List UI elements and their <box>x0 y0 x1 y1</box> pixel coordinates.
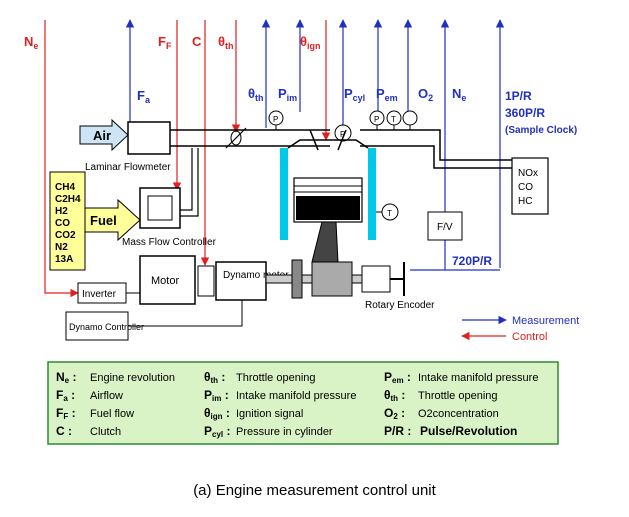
dynamo-controller-label: Dynamo Controller <box>69 322 144 332</box>
laminar-flowmeter-label: Laminar Flowmeter <box>85 162 171 173</box>
ne-measure-label: Ne <box>452 86 466 103</box>
ne-control-line <box>44 20 79 298</box>
encoder-rate-label: 720P/R <box>452 254 492 268</box>
figure-caption: (a) Engine measurement control unit <box>193 482 436 499</box>
legend-item: Engine revolution <box>90 372 175 384</box>
clutch <box>197 265 215 297</box>
fv-converter-box <box>427 211 463 241</box>
svg-text:C :: C : <box>56 424 72 438</box>
key-control-label: Control <box>512 331 547 343</box>
theta-ign-control-label: θign <box>300 34 321 51</box>
emissions-analyzer-box <box>511 157 549 215</box>
svg-text:P/R :: P/R : <box>384 424 411 438</box>
legend-item: Throttle opening <box>236 372 316 384</box>
inverter-label: Inverter <box>82 289 117 300</box>
pem-measure-label: Pem <box>376 86 398 103</box>
dynamo-meter-box <box>215 261 267 301</box>
emissions-list: NOx CO HC <box>518 168 541 207</box>
fuel-supply: CH4 C2H4 H2 CO CO2 N2 13A Fuel Mass Flow… <box>49 148 217 271</box>
legend-col1: Ne : Engine revolution Fa : Airflow FF :… <box>56 370 175 438</box>
fuel-types-list: CH4 C2H4 H2 CO CO2 N2 13A <box>55 182 83 265</box>
svg-text:FF :: FF : <box>56 406 76 421</box>
connecting-rod <box>311 221 339 263</box>
sensors: P P P T <box>268 110 418 142</box>
fuel-label: Fuel <box>90 213 117 228</box>
legend-item: Throttle opening <box>418 390 498 402</box>
legend: Ne : Engine revolution Fa : Airflow FF :… <box>47 361 559 445</box>
air-arrow <box>79 118 129 152</box>
o2-measure-label: O2 <box>418 86 433 103</box>
signal-labels: Ne FF C θth θign Fa θth Pim Pcyl Pem O2 … <box>24 34 577 268</box>
svg-text:P: P <box>374 115 379 124</box>
legend-item: Intake manifold pressure <box>236 390 356 402</box>
svg-text:T: T <box>391 115 396 124</box>
svg-text:O2 :: O2 : <box>384 406 405 421</box>
svg-text:θth :: θth : <box>204 370 225 385</box>
mass-flow-controller-box <box>139 187 181 229</box>
mass-flow-controller-label: Mass Flow Controller <box>122 237 217 248</box>
svg-text:θth :: θth : <box>384 388 405 403</box>
ne-control-label: Ne <box>24 34 38 51</box>
o2-sensor <box>402 110 418 126</box>
engine-cylinder: T <box>280 129 399 263</box>
svg-text:Fa :: Fa : <box>56 388 75 403</box>
fv-label: F/V <box>437 222 453 233</box>
throttle-valve <box>230 130 242 146</box>
legend-item: Ignition signal <box>236 408 303 420</box>
pim-measure-label: Pim <box>278 86 297 103</box>
sample-clock-label: (Sample Clock) <box>505 125 577 136</box>
fa-measure-label: Fa <box>137 88 151 105</box>
pcyl-measure-label: Pcyl <box>344 86 365 103</box>
legend-item: O2concentration <box>418 408 499 420</box>
legend-item: Airflow <box>90 390 123 402</box>
dynamo-meter-label: Dynamo meter <box>223 270 289 281</box>
legend-item: Intake manifold pressure <box>418 372 538 384</box>
air-label: Air <box>93 128 111 143</box>
legend-item: Pulse/Revolution <box>420 424 517 438</box>
fuel-arrow <box>84 198 141 242</box>
exhaust-valve <box>337 129 347 151</box>
legend-col2: θth : Throttle opening Pim : Intake mani… <box>204 370 356 439</box>
legend-item: Clutch <box>90 426 121 438</box>
legend-item: Fuel flow <box>90 408 134 420</box>
key: Measurement Control <box>461 315 579 343</box>
pcyl-sensor <box>334 124 352 142</box>
svg-text:Pim :: Pim : <box>204 388 229 403</box>
ff-control-label: FF <box>158 34 172 51</box>
svg-text:Ne :: Ne : <box>56 370 76 385</box>
motor-box <box>139 255 196 305</box>
rotary-encoder-box <box>361 265 391 293</box>
legend-item: Pressure in cylinder <box>236 426 333 438</box>
svg-text:θign :: θign : <box>204 406 230 421</box>
measurement-lines <box>125 19 505 271</box>
svg-text:Pcyl :: Pcyl : <box>204 424 230 439</box>
cylinder-wall-right <box>368 148 376 240</box>
intake-valve <box>309 129 319 151</box>
laminar-flowmeter-box <box>127 121 171 155</box>
legend-box <box>47 361 559 445</box>
svg-text:P: P <box>273 115 278 124</box>
clutch-control-label: C <box>192 34 202 49</box>
theta-th-control-label: θth <box>218 34 234 51</box>
key-measurement-label: Measurement <box>512 315 579 327</box>
svg-text:P: P <box>340 130 345 139</box>
svg-text:Pem :: Pem : <box>384 370 411 385</box>
motor-label: Motor <box>151 275 179 287</box>
legend-col3: Pem : Intake manifold pressure θth : Thr… <box>384 370 538 438</box>
clock-1pr-label: 1P/R <box>505 89 532 103</box>
cylinder-wall-left <box>280 148 288 240</box>
clock-360pr-label: 360P/R <box>505 106 545 120</box>
drivetrain: Inverter Motor Dynamo meter Rotary Encod… <box>65 255 435 341</box>
theta-th-measure-label: θth <box>248 86 264 103</box>
intake-path: Air Laminar Flowmeter <box>79 118 512 173</box>
control-lines <box>44 20 331 298</box>
dynamo-controller-box <box>65 311 129 341</box>
svg-text:T: T <box>387 209 392 218</box>
rotary-encoder-label: Rotary Encoder <box>365 300 435 311</box>
